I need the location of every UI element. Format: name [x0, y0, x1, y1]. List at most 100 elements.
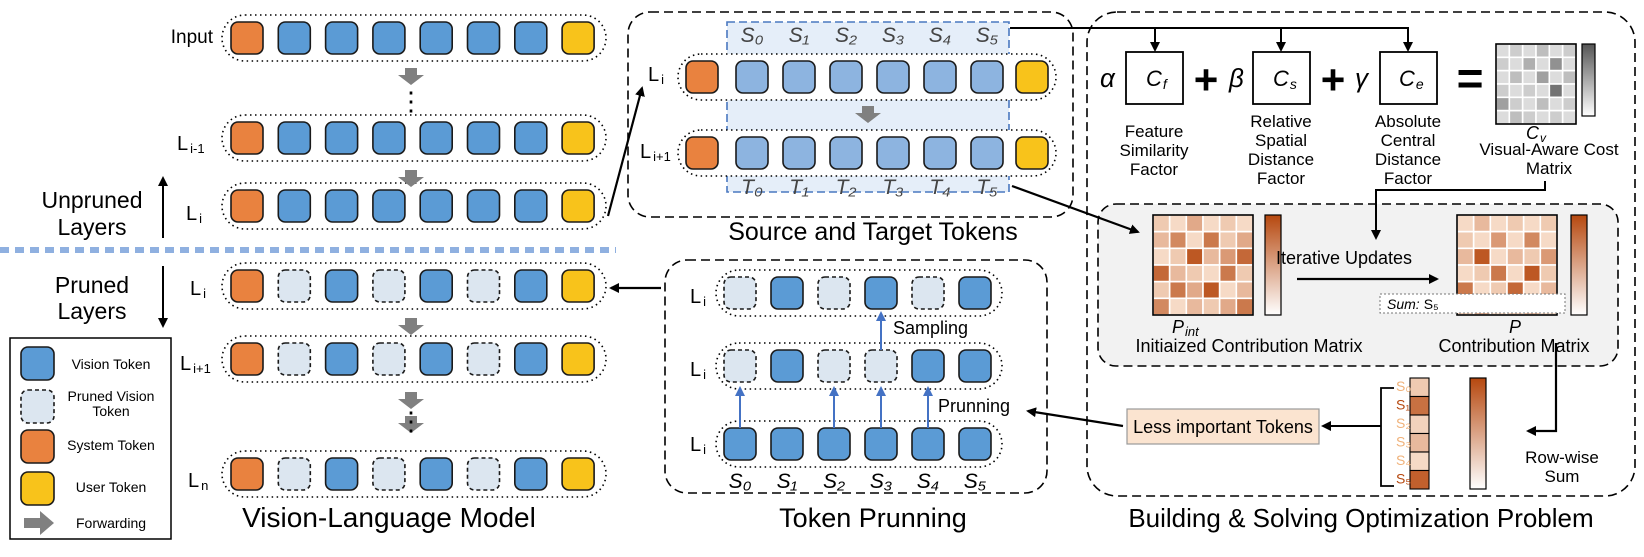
vision-token	[419, 269, 454, 303]
vision-token	[277, 121, 312, 155]
pruning-source-label: S₂	[823, 470, 845, 493]
cost-matrix-cell	[1535, 109, 1551, 125]
p-matrix-cell	[1539, 247, 1558, 266]
vision-token	[723, 427, 757, 461]
p-matrix-cell	[1539, 214, 1558, 233]
feature-label-2: Similarity	[1120, 141, 1189, 160]
system-token	[230, 457, 264, 491]
legend-items	[20, 346, 55, 535]
legend-pruned-label-1: Pruned Vision	[68, 388, 155, 404]
cost-matrix-cell	[1548, 69, 1564, 85]
pruned-vision-token	[723, 349, 757, 383]
vlm-layer-row	[221, 262, 607, 310]
p-matrix-cell	[1472, 230, 1492, 250]
pruning-source-label: S₁	[777, 470, 798, 493]
user-token	[561, 121, 595, 155]
feature-label-1: Feature	[1125, 122, 1184, 141]
rowwise-sum-cell	[1409, 469, 1430, 490]
vision-token	[513, 21, 548, 55]
p-int-matrix-cell	[1152, 280, 1171, 300]
cost-colorbar	[1581, 43, 1596, 117]
cost-matrix-cell	[1561, 56, 1577, 72]
p-int-matrix-cell	[1202, 230, 1221, 250]
vision-token	[782, 136, 816, 170]
cost-matrix-cell	[1521, 83, 1537, 99]
vision-token	[876, 136, 910, 170]
p-int-matrix-cell	[1168, 280, 1188, 300]
spatial-label-4: Factor	[1257, 169, 1306, 188]
rowwise-s-label: S₃	[1396, 434, 1411, 450]
forwarding-arrow	[398, 68, 424, 85]
token-pruning-panel	[664, 259, 1048, 494]
p-int-matrix-cell	[1152, 214, 1171, 233]
vision-token	[911, 427, 945, 461]
user-token	[561, 342, 595, 376]
rowwise-s-label: S₁	[1396, 397, 1410, 413]
cost-matrix-cell	[1521, 109, 1537, 125]
pruned-vision-token	[372, 269, 406, 303]
p-int-matrix-border	[1152, 214, 1254, 316]
cost-label-2: Matrix	[1526, 159, 1573, 178]
pruned-vision-token	[277, 342, 312, 376]
pruning-source-label: S₃	[870, 470, 892, 493]
optimization-panel	[1086, 11, 1636, 497]
cost-matrix-cell	[1495, 96, 1511, 112]
vision-token	[770, 276, 804, 310]
system-token	[230, 269, 264, 303]
p-int-matrix-cell	[1168, 247, 1188, 266]
target-token-label: T₅	[976, 176, 998, 199]
input-label: Input	[171, 27, 214, 48]
vision-token	[513, 342, 548, 376]
cost-matrix-cell	[1508, 69, 1524, 85]
pruning-source-label: S₄	[917, 470, 939, 493]
cost-matrix-cell	[1508, 56, 1524, 72]
vision-token	[466, 121, 501, 155]
cost-matrix-cell	[1535, 69, 1551, 85]
vision-token	[923, 136, 957, 170]
central-label-4: Factor	[1384, 169, 1433, 188]
p-matrix-cell	[1472, 247, 1492, 266]
central-label-2: Central	[1381, 131, 1436, 150]
p-int-matrix-cell	[1152, 247, 1171, 266]
vision-token	[864, 427, 898, 461]
system-token	[230, 342, 264, 376]
target-token-label: T₂	[836, 176, 857, 199]
target-token-label: T₀	[741, 176, 763, 199]
cost-matrix-cell	[1548, 56, 1564, 72]
p-matrix-cell	[1522, 247, 1542, 266]
pruning-title: Token Prunning	[779, 503, 967, 533]
optimization-title: Building & Solving Optimization Problem	[1128, 503, 1593, 533]
pruned-vision-token	[372, 342, 406, 376]
source-target-title: Source and Target Tokens	[728, 218, 1018, 246]
p-int-matrix-cell	[1152, 297, 1171, 316]
system-token	[20, 429, 55, 464]
p-matrix-cell	[1456, 230, 1475, 250]
rowwise-sum-cell	[1409, 414, 1430, 435]
p-matrix-cell	[1489, 264, 1508, 283]
p-colorbar	[1570, 214, 1588, 316]
user-token	[561, 269, 595, 303]
pruned-vision-token	[277, 269, 312, 303]
cost-matrix-border	[1495, 43, 1577, 125]
p-int-matrix-cell	[1185, 247, 1204, 266]
forwarding-arrow	[398, 170, 424, 187]
vision-token	[817, 427, 851, 461]
vision-token	[419, 457, 454, 491]
alpha-symbol: α	[1100, 63, 1116, 93]
p-int-matrix-cell	[1152, 264, 1171, 283]
vision-token	[782, 60, 816, 94]
user-token	[561, 21, 595, 55]
vision-token	[770, 427, 804, 461]
cost-matrix-cell	[1521, 56, 1537, 72]
vision-token	[372, 121, 406, 155]
central-label-3: Distance	[1375, 150, 1441, 169]
source-token-label: S₀	[741, 24, 764, 47]
vision-token	[324, 269, 359, 303]
ce-box	[1379, 51, 1438, 105]
legend-system-label: System Token	[67, 437, 155, 453]
p-int-matrix-cell	[1218, 280, 1238, 300]
vlm-layers	[221, 14, 607, 498]
cost-matrix-cell	[1495, 56, 1511, 72]
p-int-matrix-cell	[1235, 280, 1254, 300]
